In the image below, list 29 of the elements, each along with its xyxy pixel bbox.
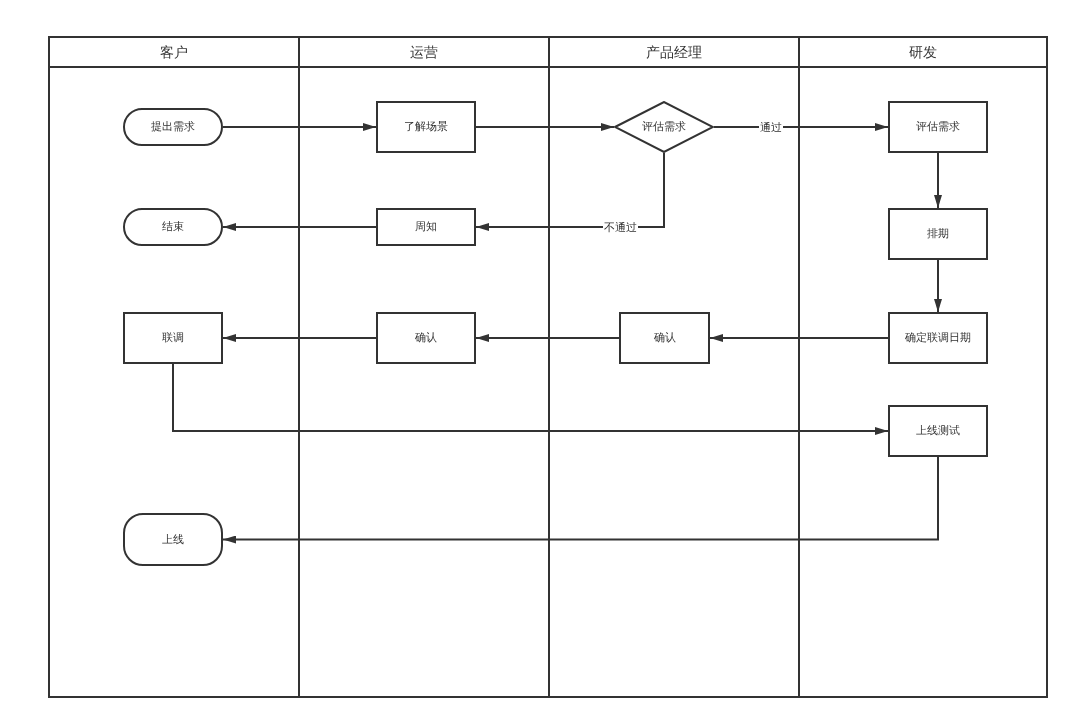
arrow	[709, 334, 889, 342]
process-box: 确认	[619, 312, 710, 364]
arrow	[222, 456, 939, 544]
process-box: 评估需求	[888, 101, 988, 153]
terminator-pill: 提出需求	[123, 108, 223, 146]
arrow	[934, 259, 942, 313]
arrow	[475, 334, 620, 342]
arrow	[475, 123, 615, 131]
arrow	[713, 123, 889, 131]
terminator-pill: 结束	[123, 208, 223, 246]
arrow	[222, 223, 377, 231]
decision-diamond: 评估需求	[614, 101, 714, 153]
process-box: 确认	[376, 312, 476, 364]
process-box: 确定联调日期	[888, 312, 988, 364]
terminator-pill: 上线	[123, 513, 223, 566]
swimlane	[48, 36, 300, 698]
swimlane	[798, 36, 1048, 698]
swimlane	[298, 36, 550, 698]
lane-header: 研发	[800, 38, 1046, 68]
arrow	[222, 123, 377, 131]
process-box: 上线测试	[888, 405, 988, 457]
process-box: 了解场景	[376, 101, 476, 153]
arrow	[172, 363, 889, 435]
arrow	[222, 334, 377, 342]
process-box: 周知	[376, 208, 476, 246]
process-box: 联调	[123, 312, 223, 364]
swimlane	[548, 36, 800, 698]
process-box: 排期	[888, 208, 988, 260]
arrow	[934, 152, 942, 209]
